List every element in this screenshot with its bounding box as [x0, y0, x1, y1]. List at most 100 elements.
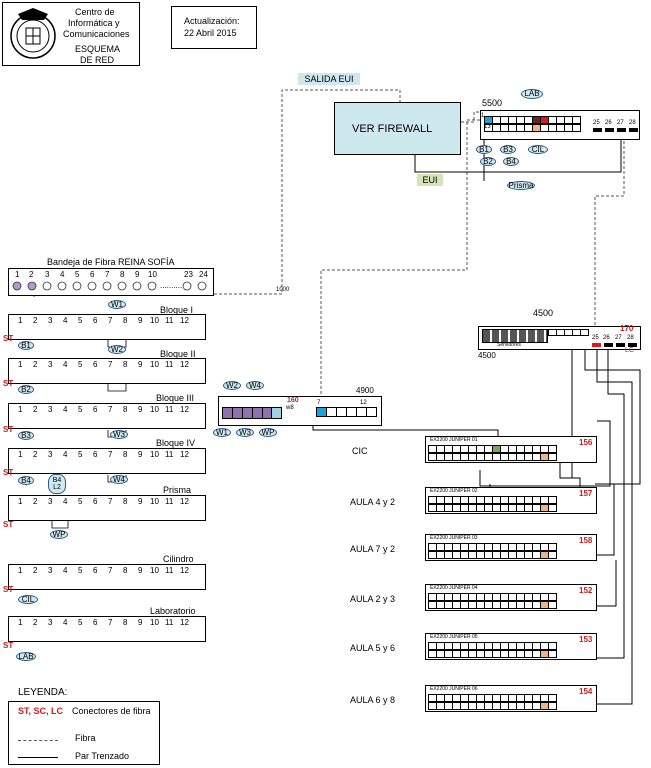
juniper-port-row [428, 551, 557, 559]
panel-port-number: 9 [138, 316, 143, 325]
org-name-line1: Centro de [75, 7, 115, 17]
panel-cilindro [8, 564, 206, 590]
panel-port-number: 1 [18, 360, 23, 369]
juniper-port-row [428, 601, 557, 609]
panel-port-number: 4 [63, 566, 68, 575]
panel-bloque-4-title: Bloque IV [156, 438, 196, 448]
panel-port-number: 12 [180, 360, 189, 369]
panel-port-number: 8 [123, 618, 128, 627]
legend-fibre-line [18, 740, 58, 741]
panel-port-number: 2 [33, 450, 38, 459]
st-label-1: ST [3, 334, 14, 343]
juniper-vlan: 153 [579, 635, 593, 644]
lab-tag: LAB [521, 89, 543, 99]
panel-port-number: 2 [33, 497, 38, 506]
panel-port-number: 5 [78, 618, 83, 627]
wp-tag: WP [50, 530, 68, 539]
st-label-2: ST [3, 379, 14, 388]
panel-port-number: 3 [48, 316, 53, 325]
panel-cilindro-title: Cilindro [163, 554, 194, 564]
juniper-port-row [428, 453, 557, 461]
sw5500-port28: 28 [629, 120, 636, 126]
panel-port-number: 2 [33, 618, 38, 627]
st-label-3: ST [3, 425, 14, 434]
panel-port-number: 11 [165, 316, 174, 325]
panel-port-number: 8 [123, 405, 128, 414]
panel-port-number: 4 [63, 405, 68, 414]
panel-port-number: 4 [63, 450, 68, 459]
panel-port-number: 10 [150, 450, 159, 459]
sw4900-wp-tag: WP [259, 428, 277, 437]
juniper-port-row [428, 543, 557, 551]
panel-port-number: 3 [48, 618, 53, 627]
panel-port-number: 1 [18, 405, 23, 414]
sw4500-vlan: 170 [620, 324, 634, 333]
panel-port-number: 5 [78, 360, 83, 369]
panel-port-number: 11 [165, 450, 174, 459]
sw4900-port7: 7 [317, 400, 321, 406]
update-label: Actualización: [184, 16, 240, 26]
juniper-vlan: 158 [579, 536, 593, 545]
legend-connectors-key: ST, SC, LC [18, 706, 64, 716]
juniper-vlan: 152 [579, 586, 593, 595]
panel-port-number: 4 [63, 360, 68, 369]
panel-port-number: 10 [150, 566, 159, 575]
panel-port-number: 5 [78, 566, 83, 575]
legend-par: Par Trenzado [75, 751, 130, 761]
panel-port-number: 12 [180, 618, 189, 627]
sw4900-fiber-ports [222, 407, 273, 419]
sw4500-ports [548, 329, 589, 336]
panel-port-number: 12 [180, 316, 189, 325]
juniper-model: EX2200 JUNIPER 01 [430, 437, 478, 443]
juniper-port-row [428, 694, 557, 702]
juniper-model: EX2200 JUNIPER 06 [430, 686, 478, 692]
legend-connectors: Conectores de fibra [72, 706, 151, 716]
panel-port-number: 7 [108, 497, 113, 506]
panel-port-number: 7 [108, 360, 113, 369]
sw4900-w3-tag: W3 [236, 428, 254, 437]
juniper-port-row [428, 650, 557, 658]
sw4500-label2: 4500 [478, 351, 496, 360]
panel-port-number: 2 [33, 360, 38, 369]
panel-port-number: 10 [150, 497, 159, 506]
juniper-vlan: 156 [579, 438, 593, 447]
panel-bloque-3 [8, 403, 206, 429]
panel-port-number: 7 [108, 405, 113, 414]
firewall-box[interactable]: VER FIREWALL [334, 102, 461, 155]
juniper-model: EX2200 JUNIPER 05 [430, 634, 478, 640]
sw5500-port26: 26 [605, 120, 612, 126]
b4-tag: B4 [503, 157, 519, 166]
panel-port-number: 7 [108, 316, 113, 325]
panel-port-number: 9 [138, 566, 143, 575]
cil-panel-tag: CIL [18, 595, 38, 604]
prisma-tag: Prisma [507, 180, 535, 190]
panel-bloque-1 [8, 314, 206, 340]
panel-port-number: 3 [48, 497, 53, 506]
panel-port-number: 7 [108, 450, 113, 459]
panel-port-number: 11 [165, 360, 174, 369]
juniper-port-row [428, 593, 557, 601]
juniper-port-row [428, 504, 557, 512]
org-name-line2: Informática y [68, 18, 120, 28]
panel-port-number: 8 [123, 316, 128, 325]
panel-port-number: 2 [33, 405, 38, 414]
panel-port-number: 1 [18, 618, 23, 627]
sw4900-w4-tag: W4 [246, 381, 264, 390]
eui-label: EUI [417, 174, 443, 186]
panel-port-number: 9 [138, 497, 143, 506]
header-box: Centro de Informática y Comunicaciones E… [2, 2, 140, 66]
panel-port-number: 11 [165, 566, 174, 575]
org-name-line5: DE RED [80, 55, 115, 65]
panel-port-number: 12 [180, 566, 189, 575]
juniper-site-label: AULA 5 y 6 [350, 643, 396, 653]
sw4500-sfp [592, 343, 637, 347]
panel-port-number: 9 [138, 618, 143, 627]
cil-tag: CIL [528, 145, 548, 154]
panel-port-number: 2 [33, 566, 38, 575]
panel-port-number: 1 [18, 497, 23, 506]
panel-port-number: 3 [48, 566, 53, 575]
b2-panel-tag: B2 [18, 385, 34, 394]
juniper-site-label: AULA 6 y 8 [350, 695, 396, 705]
panel-port-number: 10 [150, 316, 159, 325]
